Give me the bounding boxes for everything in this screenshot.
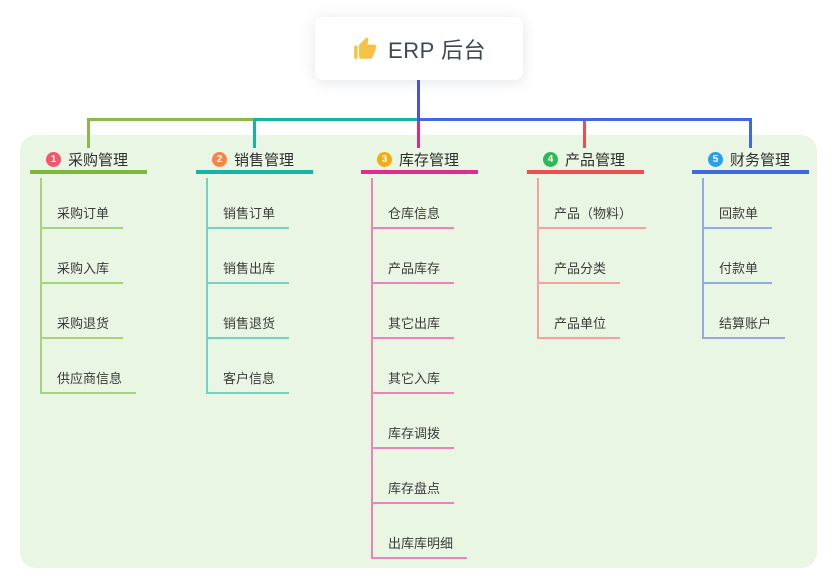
connector-drop-branch1 [87,118,90,148]
branch-title-label: 销售管理 [234,152,295,169]
branch-badge: 1 [46,152,61,167]
child-node[interactable]: 采购订单 [40,203,124,229]
child-node[interactable]: 付款单 [702,258,773,284]
branch-badge: 3 [377,152,392,167]
branch-purchase: 1 采购管理 采购订单 采购入库 采购退货 供应商信息 [30,149,182,394]
branch-child-line [537,178,539,339]
root-node[interactable]: ERP 后台 [315,17,523,80]
child-node[interactable]: 采购入库 [40,258,124,284]
child-node[interactable]: 仓库信息 [371,203,455,229]
connector-drop-branch4 [583,121,586,148]
branch-title-finance[interactable]: 5 财务管理 [692,149,809,174]
child-node[interactable]: 采购退货 [40,313,124,339]
thumbs-up-icon [352,36,378,62]
child-node[interactable]: 产品库存 [371,258,455,284]
connector-drop-branch5 [749,118,752,148]
branch-finance: 5 财务管理 回款单 付款单 结算账户 [692,149,839,339]
child-node[interactable]: 产品分类 [537,258,621,284]
branch-title-sales[interactable]: 2 销售管理 [196,149,313,174]
child-node[interactable]: 库存调拨 [371,423,455,449]
connector-drop-branch2 [253,118,256,148]
child-node[interactable]: 回款单 [702,203,773,229]
child-node[interactable]: 其它入库 [371,368,455,394]
child-node[interactable]: 销售订单 [206,203,290,229]
branch-badge: 5 [708,152,723,167]
branch-title-inventory[interactable]: 3 库存管理 [361,149,478,174]
connector-line-branch5 [418,118,752,121]
branch-badge: 4 [543,152,558,167]
connector-line-branch1 [87,118,254,121]
child-node[interactable]: 其它出库 [371,313,455,339]
branch-product: 4 产品管理 产品（物料） 产品分类 产品单位 [527,149,679,339]
branch-title-label: 库存管理 [399,152,460,169]
branch-child-line [206,178,208,394]
child-node[interactable]: 出库库明细 [371,533,468,559]
child-node[interactable]: 产品单位 [537,313,621,339]
branch-sales: 2 销售管理 销售订单 销售出库 销售退货 客户信息 [196,149,348,394]
child-node[interactable]: 客户信息 [206,368,290,394]
root-node-label: ERP 后台 [388,37,486,63]
branch-badge: 2 [212,152,227,167]
branch-inventory: 3 库存管理 仓库信息 产品库存 其它出库 其它入库 库存调拨 库存盘点 出库库… [361,149,513,559]
child-node[interactable]: 销售出库 [206,258,290,284]
branches-panel [20,135,817,568]
branch-child-line [371,178,373,559]
child-node[interactable]: 供应商信息 [40,368,137,394]
connector-line-branch2 [253,118,419,121]
branch-child-line [40,178,42,394]
branch-title-product[interactable]: 4 产品管理 [527,149,644,174]
branch-title-label: 采购管理 [68,152,129,169]
child-node[interactable]: 库存盘点 [371,478,455,504]
connector-drop-branch3 [417,121,420,148]
child-node[interactable]: 结算账户 [702,313,786,339]
branch-child-line [702,178,704,339]
child-node[interactable]: 产品（物料） [537,203,647,229]
branch-title-label: 产品管理 [565,152,626,169]
root-connector-line [417,80,420,121]
branch-title-purchase[interactable]: 1 采购管理 [30,149,147,174]
branch-title-label: 财务管理 [730,152,791,169]
child-node[interactable]: 销售退货 [206,313,290,339]
